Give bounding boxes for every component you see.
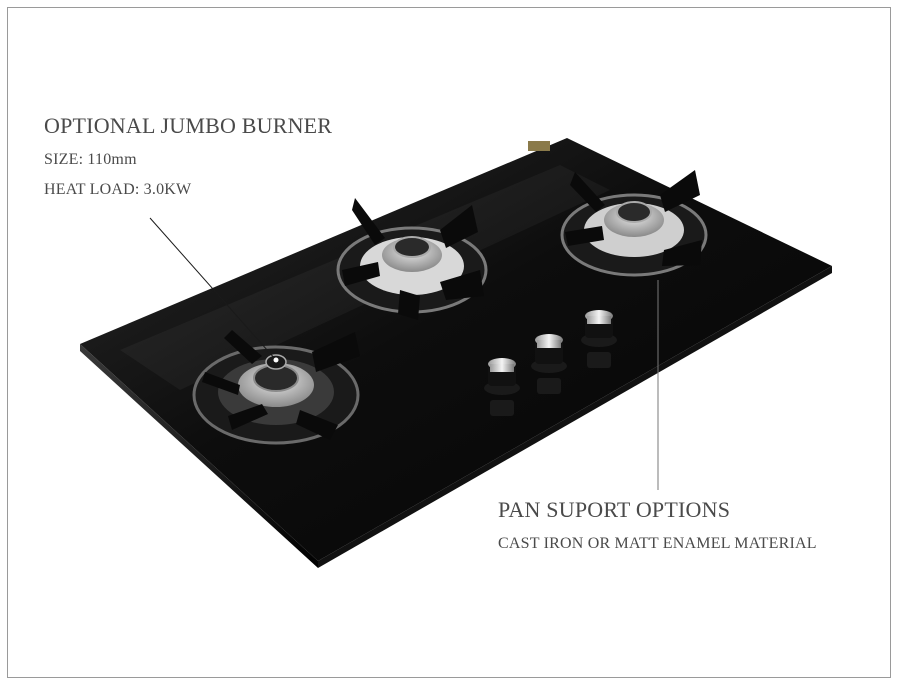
jumbo-burner-title: OPTIONAL JUMBO BURNER [44, 113, 333, 138]
knob-reflections [490, 352, 611, 416]
pan-support-title: PAN SUPORT OPTIONS [498, 497, 731, 522]
pan-support-material: CAST IRON OR MATT ENAMEL MATERIAL [498, 535, 817, 552]
control-knob-2 [531, 334, 567, 373]
control-knob-1 [484, 358, 520, 395]
jumbo-burner-leader-dot [273, 357, 279, 363]
gas-inlet-fitting [528, 141, 550, 151]
jumbo-burner [192, 330, 360, 445]
jumbo-burner-heat-load: HEAT LOAD: 3.0KW [44, 181, 192, 198]
jumbo-burner-leader-line [149, 217, 277, 361]
control-knob-3 [581, 310, 617, 347]
image-frame [7, 7, 891, 678]
jumbo-burner-size: SIZE: 110mm [44, 151, 137, 168]
right-burner [560, 170, 708, 277]
middle-burner [336, 198, 488, 320]
